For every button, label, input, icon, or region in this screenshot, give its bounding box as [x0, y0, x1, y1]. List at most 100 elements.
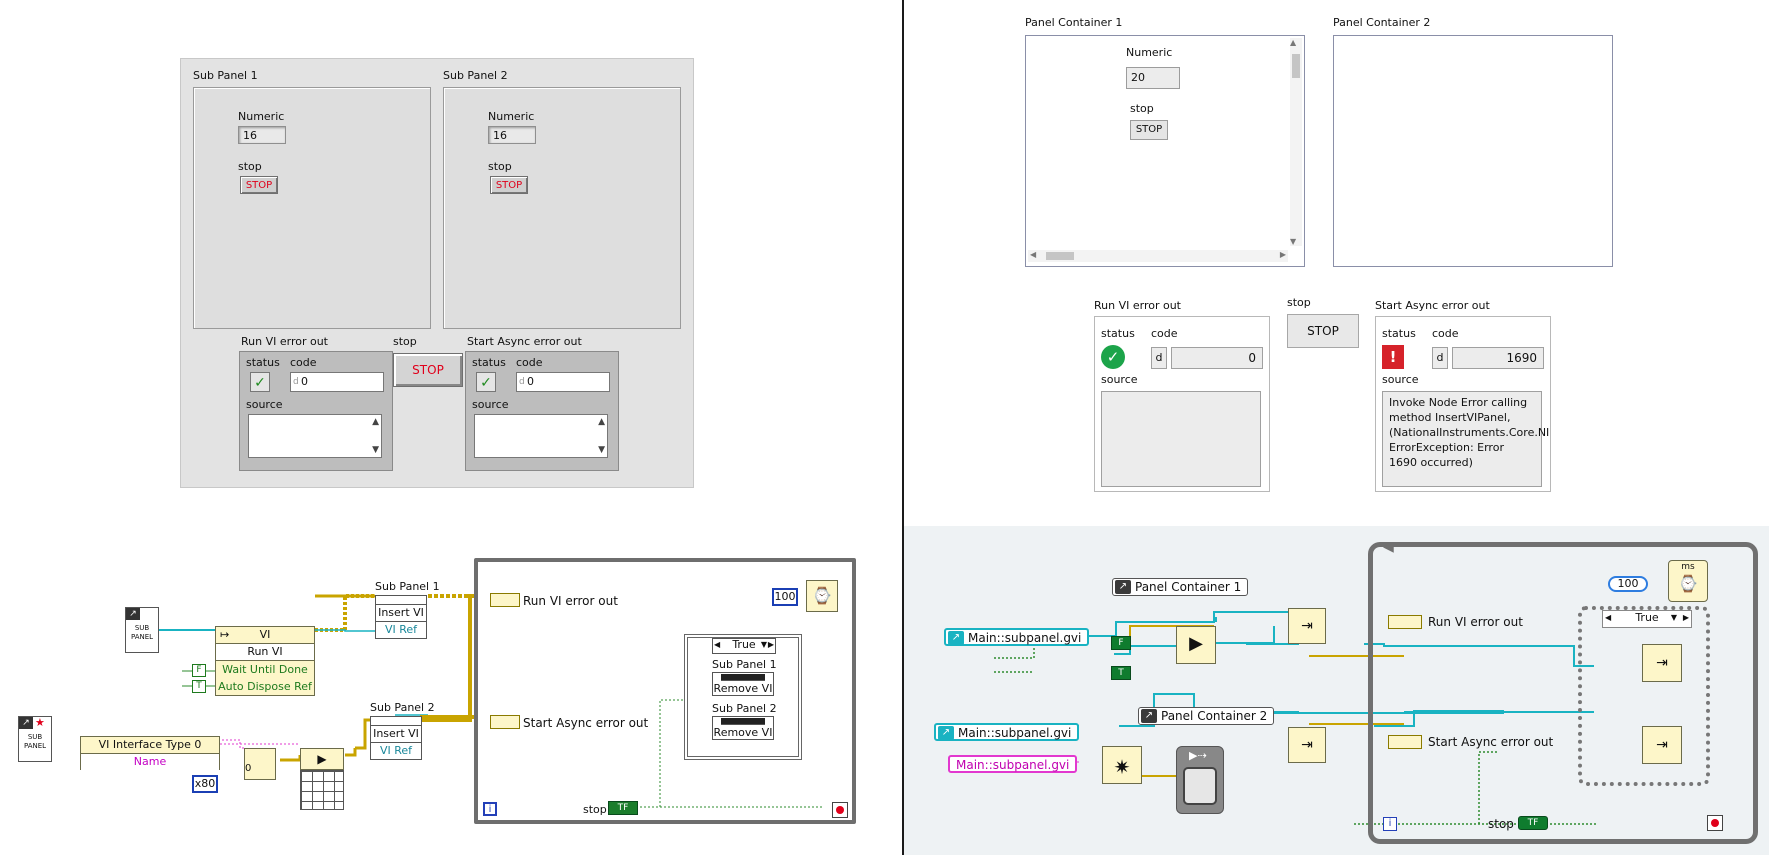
numeric-indicator[interactable]: 16 — [238, 126, 286, 144]
status-check-icon[interactable]: ✓ — [476, 372, 496, 392]
open-reference-node[interactable]: 0 — [244, 748, 276, 780]
scroll-down-icon[interactable]: ▼ — [372, 445, 379, 455]
code-field[interactable]: d 0 — [290, 372, 384, 392]
stop-terminal[interactable]: TF — [608, 801, 638, 815]
sub-panel-1-remove-node[interactable]: Remove VI — [712, 672, 774, 696]
status-check-icon[interactable]: ✓ — [250, 372, 270, 392]
scroll-down-icon[interactable]: ▼ — [1290, 237, 1297, 246]
remove-vi-method[interactable]: Remove VI — [713, 726, 773, 739]
nxg-stop-button[interactable]: STOP — [1287, 314, 1359, 348]
nxg-wait-constant[interactable]: 100 — [1608, 576, 1648, 592]
code-field[interactable]: d 0 — [516, 372, 610, 392]
stop-button-main[interactable]: STOP — [393, 353, 463, 387]
nxg-error-indicator-icon[interactable] — [1388, 735, 1422, 749]
scroll-up-icon[interactable]: ▲ — [372, 417, 379, 427]
subpanel-vi-icon-2[interactable]: ↗ ★ SUB PANEL — [18, 716, 52, 762]
source-field[interactable]: ▲ ▼ — [474, 414, 608, 458]
sub-panel-2-remove-node[interactable]: Remove VI — [712, 716, 774, 740]
run-vi-node[interactable]: ▶ — [1176, 626, 1216, 664]
source-field[interactable] — [1101, 391, 1261, 487]
code-field[interactable]: 0 — [1171, 347, 1263, 369]
nxg-stop-terminal[interactable]: TF — [1518, 816, 1548, 830]
case-prev-icon[interactable]: ◀ — [714, 640, 721, 649]
scroll-up-icon[interactable]: ▲ — [598, 417, 605, 427]
subpanel-vi-icon[interactable]: ↗ SUB PANEL — [125, 607, 159, 653]
auto-dispose-ref-item[interactable]: Auto Dispose Ref — [218, 680, 312, 693]
case-structure[interactable]: ◀ True ▼ ▶ Sub Panel 1 Remove VI Sub Pan… — [684, 634, 802, 760]
subpanel-gvi-reference-2[interactable]: ↗ Main::subpanel.gvi — [934, 723, 1080, 741]
case-dropdown-icon[interactable]: ▼ — [1670, 613, 1677, 622]
numeric-indicator[interactable]: 16 — [488, 126, 536, 144]
error-cluster-indicator-icon[interactable] — [490, 593, 520, 607]
source-field[interactable]: Invoke Node Error calling method InsertV… — [1382, 391, 1549, 487]
radix-button[interactable]: d — [1432, 347, 1448, 369]
scroll-up-icon[interactable]: ▲ — [1290, 38, 1297, 47]
start-async-call-node[interactable]: ▶⇢ — [1176, 746, 1224, 814]
loop-condition-icon[interactable] — [832, 802, 848, 818]
scroll-down-icon[interactable]: ▼ — [598, 445, 605, 455]
panel-container-1-reference[interactable]: ↗ Panel Container 1 — [1112, 578, 1249, 596]
run-vi-item[interactable]: Run VI — [216, 644, 314, 661]
remove-vi-method[interactable]: Remove VI — [713, 682, 773, 695]
iteration-terminal[interactable]: i — [483, 802, 497, 816]
case-prev-icon[interactable]: ◀ — [1605, 613, 1612, 622]
nxg-while-loop[interactable]: ◀ — [1368, 539, 1758, 844]
vertical-scrollbar[interactable]: ▲ ▼ — [1290, 38, 1302, 246]
numeric-indicator[interactable]: 20 — [1126, 67, 1180, 89]
panel-container-1[interactable]: Numeric 20 stop STOP ▲ ▼ ◀ ▶ — [1025, 35, 1305, 267]
panel-container-2-reference[interactable]: ↗ Panel Container 2 — [1138, 707, 1275, 725]
vertical-scroll-thumb[interactable] — [1292, 54, 1300, 78]
panel-container-2[interactable] — [1333, 35, 1613, 267]
case-dropdown-icon[interactable]: ▼ — [760, 640, 767, 649]
nxg-remove-vi-node-2[interactable]: ⇥ — [1642, 726, 1682, 764]
nxg-true-constant[interactable]: T — [1111, 666, 1131, 680]
nxg-case-selector[interactable]: ◀ True ▼ ▶ — [1602, 610, 1692, 628]
case-next-icon[interactable]: ▶ — [767, 640, 774, 649]
stop-button[interactable]: STOP — [240, 176, 278, 194]
stop-button[interactable]: STOP — [1130, 120, 1168, 140]
vi-ref-param[interactable]: VI Ref — [379, 744, 413, 757]
horizontal-scroll-thumb[interactable] — [1046, 252, 1074, 260]
status-ok-icon[interactable]: ✓ — [1101, 345, 1125, 369]
open-vi-reference-node[interactable]: ✷ — [1102, 746, 1142, 784]
nxg-wait-node[interactable]: ms ⌚ — [1668, 560, 1708, 602]
vi-property-node[interactable]: ↦ VI Run VI Wait Until Done Auto Dispose… — [215, 626, 315, 696]
vi-interface-name[interactable]: Name — [81, 754, 219, 770]
nxg-iteration-terminal[interactable]: i — [1383, 817, 1397, 831]
start-async-call-node[interactable]: ▶ — [300, 748, 344, 770]
radix-button[interactable]: d — [1151, 347, 1167, 369]
stop-button[interactable]: STOP — [490, 176, 528, 194]
subpanel-gvi-path-constant[interactable]: Main::subpanel.gvi — [948, 755, 1078, 773]
subpanel-gvi-reference-1[interactable]: ↗ Main::subpanel.gvi — [944, 628, 1090, 646]
sub-panel-1[interactable]: Numeric 16 stop STOP — [193, 87, 431, 329]
horizontal-scrollbar[interactable]: ◀ ▶ — [1028, 250, 1288, 262]
wait-ms-constant[interactable]: 100 — [772, 588, 798, 606]
nxg-error-indicator-icon[interactable] — [1388, 615, 1422, 629]
nxg-false-constant[interactable]: F — [1111, 636, 1131, 650]
insert-vi-node-2[interactable]: ⇥ — [1288, 727, 1326, 763]
insert-vi-node-1[interactable]: ⇥ — [1288, 608, 1326, 644]
vi-ref-param[interactable]: VI Ref — [384, 623, 418, 636]
insert-vi-method[interactable]: Insert VI — [371, 726, 421, 743]
nxg-loop-condition-icon[interactable] — [1707, 815, 1723, 831]
x80-constant[interactable]: x80 — [192, 775, 218, 793]
code-field[interactable]: 1690 — [1452, 347, 1544, 369]
wait-until-done-item[interactable]: Wait Until Done — [222, 663, 308, 676]
scroll-right-icon[interactable]: ▶ — [1279, 250, 1286, 259]
status-error-icon[interactable]: ! — [1382, 345, 1404, 369]
insert-vi-method[interactable]: Insert VI — [376, 605, 426, 622]
error-cluster-indicator-icon[interactable] — [490, 715, 520, 729]
classic-while-loop[interactable] — [474, 558, 856, 824]
sub-panel-2-insert-node[interactable]: Insert VI VI Ref — [370, 716, 422, 760]
scroll-left-icon[interactable]: ◀ — [1030, 250, 1037, 259]
nxg-case-structure[interactable]: ◀ True ▼ ▶ ⇥ ⇥ — [1578, 606, 1710, 786]
wait-ms-timer-icon[interactable]: ⌚ — [806, 580, 838, 612]
sub-panel-2[interactable]: Numeric 16 stop STOP — [443, 87, 681, 329]
false-constant[interactable]: F — [192, 664, 206, 677]
source-field[interactable]: ▲ ▼ — [248, 414, 382, 458]
case-next-icon[interactable]: ▶ — [1682, 613, 1689, 622]
nxg-remove-vi-node-1[interactable]: ⇥ — [1642, 644, 1682, 682]
true-constant[interactable]: T — [192, 680, 206, 693]
sub-panel-1-insert-node[interactable]: Insert VI VI Ref — [375, 595, 427, 639]
case-selector[interactable]: ◀ True ▼ ▶ — [712, 638, 776, 654]
